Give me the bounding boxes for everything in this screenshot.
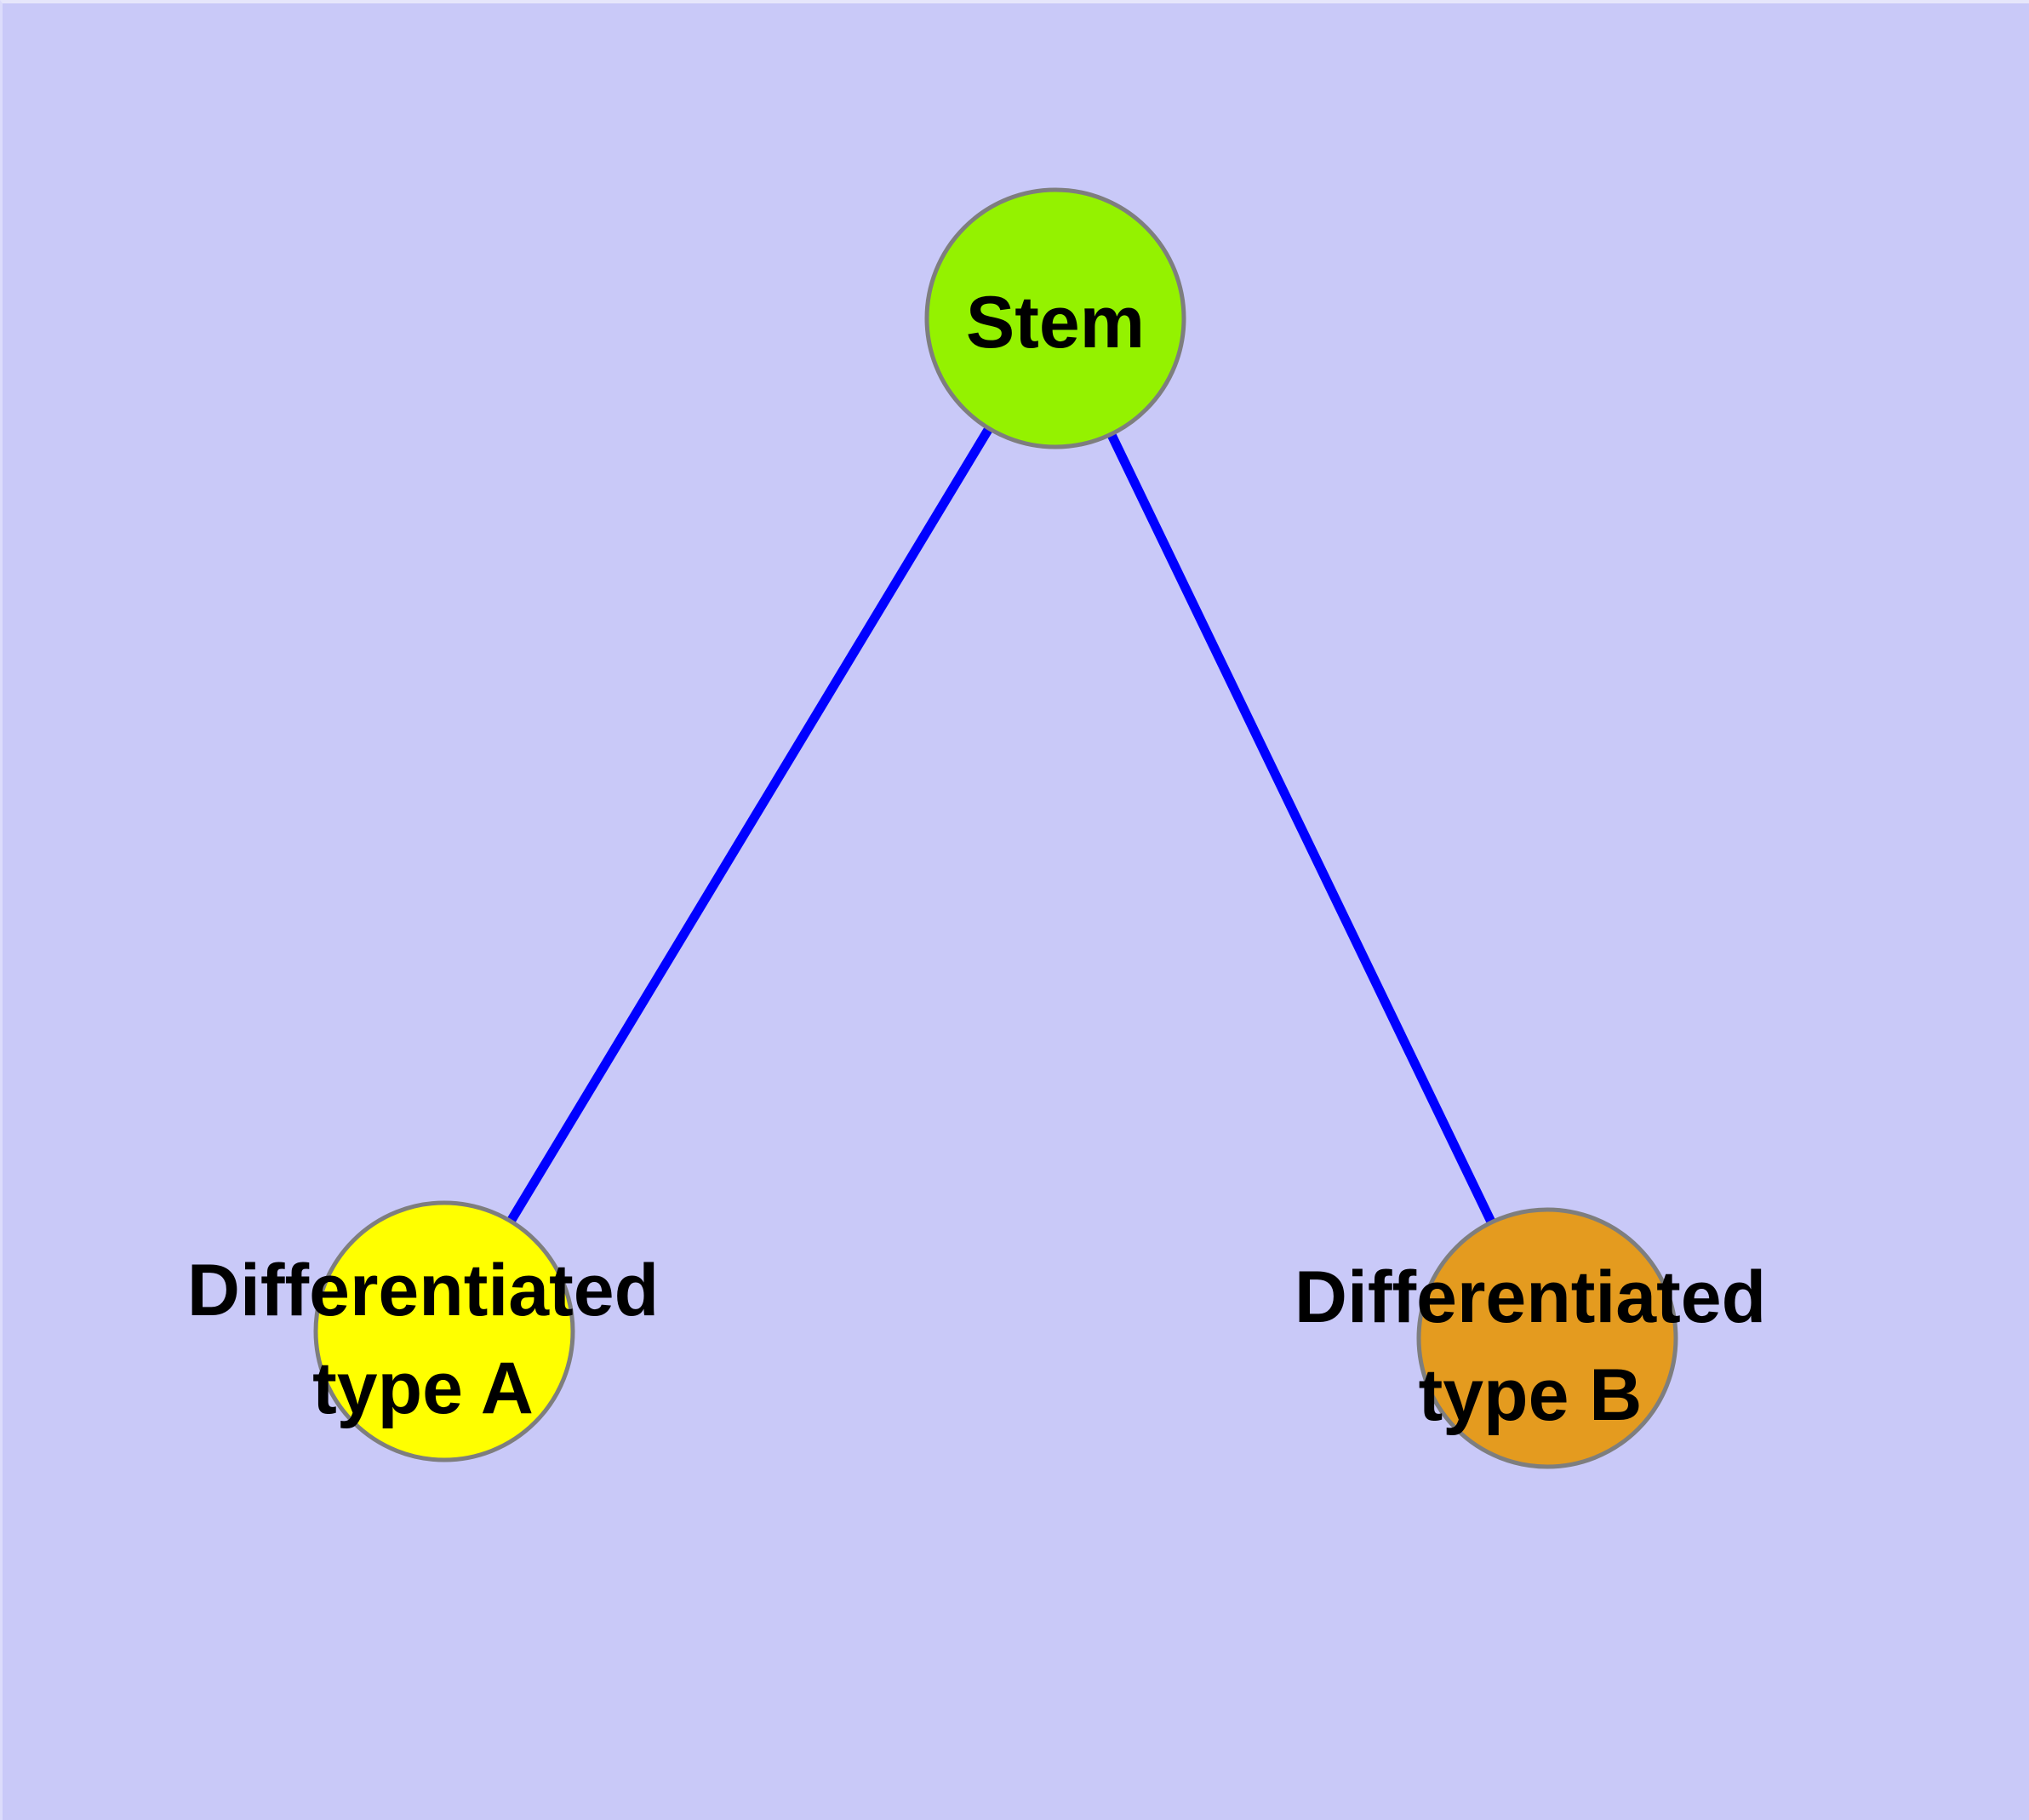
edges-layer [440, 316, 1552, 1341]
node-label-stem: Stem [966, 282, 1145, 363]
node-diff-a [313, 1200, 575, 1462]
node-diff-b [1416, 1207, 1678, 1469]
edge-stem-diff-a [440, 316, 1060, 1334]
node-stem [924, 187, 1186, 449]
edge-stem-diff-b [1051, 316, 1552, 1341]
nodes-layer [313, 187, 1678, 1469]
